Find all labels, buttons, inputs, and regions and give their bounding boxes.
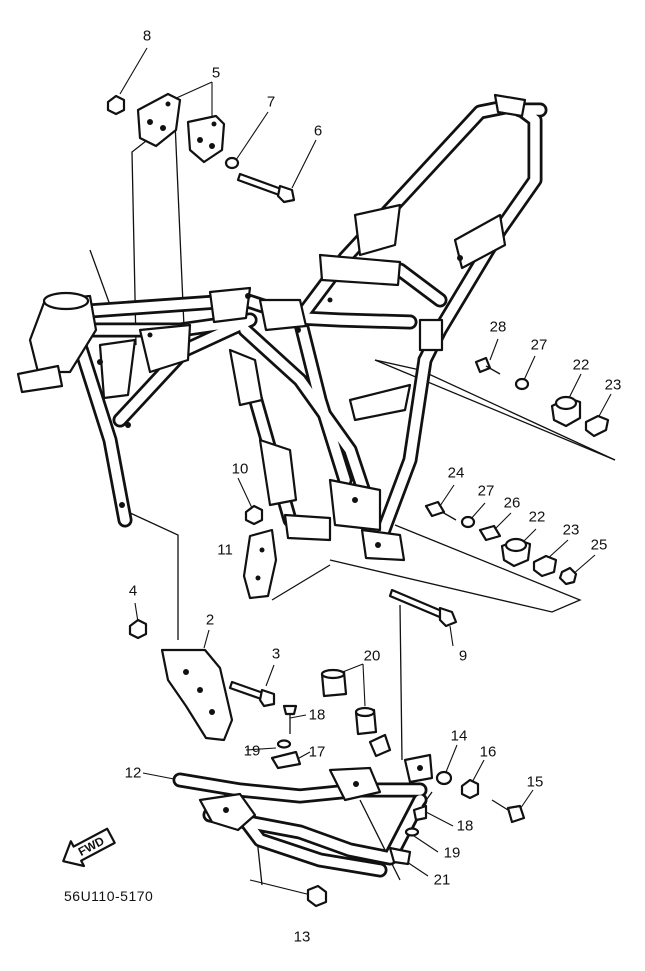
callout-4: 4	[128, 582, 138, 600]
callout-3: 3	[271, 645, 281, 663]
callout-23-upper: 23	[604, 376, 622, 394]
callout-17: 17	[308, 743, 326, 761]
callout-27-upper: 27	[530, 336, 548, 354]
callout-23-lower: 23	[562, 521, 580, 539]
main-frame	[16, 93, 548, 562]
fwd-arrow-icon: FWD	[62, 827, 116, 868]
callout-21: 21	[433, 871, 451, 889]
callout-20: 20	[363, 647, 381, 665]
callout-9: 9	[458, 647, 468, 665]
callout-19-upper: 19	[243, 742, 261, 760]
diagram-code: 56U110-5170	[64, 888, 154, 904]
callout-2: 2	[205, 611, 215, 629]
callout-7: 7	[266, 93, 276, 111]
upper-engine-brackets	[106, 92, 296, 204]
engine-guard	[172, 668, 526, 908]
callout-19-lower: 19	[443, 844, 461, 862]
callout-13: 13	[293, 928, 311, 946]
callout-12: 12	[124, 764, 142, 782]
callout-18-lower: 18	[456, 817, 474, 835]
callout-8: 8	[142, 27, 152, 45]
callout-27-lower: 27	[477, 482, 495, 500]
callout-11: 11	[217, 541, 233, 559]
callout-25: 25	[590, 536, 608, 554]
callout-15: 15	[526, 773, 544, 791]
callout-26: 26	[503, 494, 521, 512]
callout-10: 10	[231, 460, 249, 478]
callout-22-upper: 22	[572, 356, 590, 374]
mount-bolt-set	[424, 356, 610, 586]
callout-16: 16	[479, 743, 497, 761]
callout-6: 6	[313, 122, 323, 140]
callout-24: 24	[447, 464, 465, 482]
callout-28: 28	[489, 318, 507, 336]
callout-5: 5	[211, 64, 221, 82]
callout-22-lower: 22	[528, 508, 546, 526]
callout-14: 14	[450, 727, 468, 745]
lower-engine-bracket	[128, 618, 276, 742]
middle-bracket	[242, 504, 458, 628]
callout-18-upper: 18	[308, 706, 326, 724]
